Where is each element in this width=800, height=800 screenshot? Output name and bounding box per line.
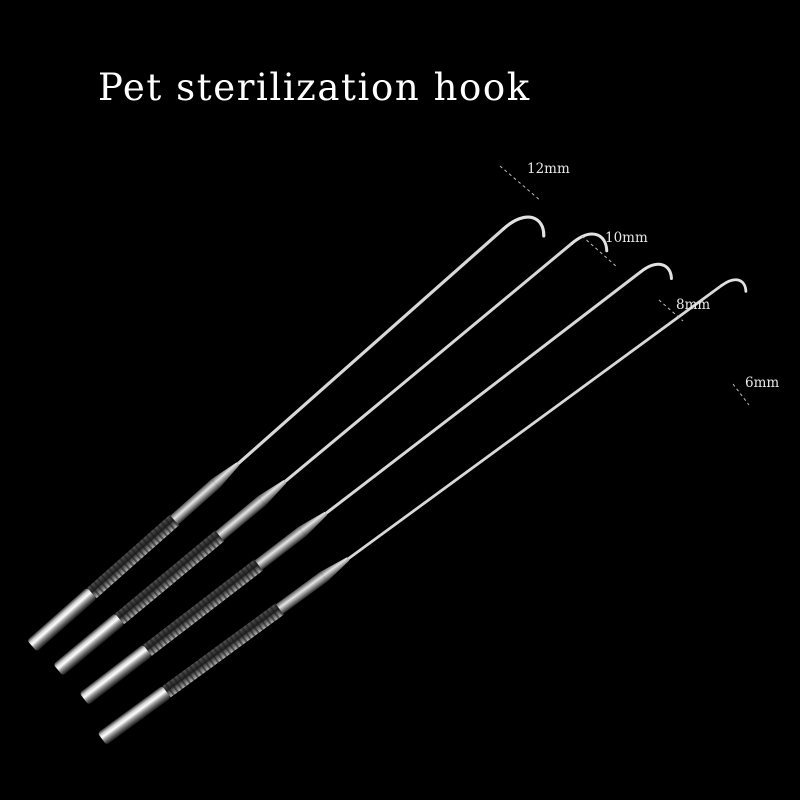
hook-shaft bbox=[325, 270, 642, 515]
hook-tip bbox=[570, 232, 609, 253]
handle-grip-knurled bbox=[87, 514, 179, 599]
handle-neck bbox=[170, 479, 220, 525]
size-indicator-12mm bbox=[499, 165, 542, 202]
hook-instrument-8mm bbox=[80, 262, 673, 704]
page-title: Pet sterilization hook bbox=[98, 66, 531, 109]
size-indicator-8mm bbox=[658, 299, 684, 322]
handle-grip-knurled bbox=[115, 530, 225, 625]
handle-end-cap bbox=[28, 588, 96, 651]
handle-taper bbox=[211, 462, 240, 489]
handle-neck bbox=[275, 571, 328, 614]
hook-instrument-10mm bbox=[54, 232, 609, 675]
handle-grip-knurled bbox=[162, 603, 284, 698]
size-indicators bbox=[499, 165, 750, 406]
size-label-8mm: 8mm bbox=[676, 297, 711, 313]
size-label-12mm: 12mm bbox=[527, 161, 570, 177]
size-indicator-10mm bbox=[581, 235, 618, 268]
hook-shaft bbox=[236, 227, 505, 465]
handle-neck bbox=[254, 526, 306, 570]
handle-neck bbox=[215, 496, 266, 541]
handle-taper bbox=[320, 557, 350, 582]
handle-taper bbox=[258, 480, 287, 506]
hook-instrument-12mm bbox=[28, 215, 546, 651]
size-label-6mm: 6mm bbox=[745, 375, 780, 391]
size-label-10mm: 10mm bbox=[605, 230, 648, 246]
handle-taper bbox=[298, 511, 328, 537]
hook-tip bbox=[720, 278, 748, 293]
hook-shaft bbox=[284, 242, 573, 483]
hook-instrument-6mm bbox=[98, 278, 748, 744]
handle-end-cap bbox=[80, 645, 151, 704]
hook-tip bbox=[502, 215, 546, 238]
handle-end-cap bbox=[98, 686, 170, 744]
hook-shaft bbox=[347, 284, 723, 560]
handle-end-cap bbox=[54, 614, 124, 675]
hook-tip bbox=[639, 262, 673, 281]
size-indicator-6mm bbox=[732, 383, 750, 406]
handle-grip-knurled bbox=[143, 559, 263, 656]
